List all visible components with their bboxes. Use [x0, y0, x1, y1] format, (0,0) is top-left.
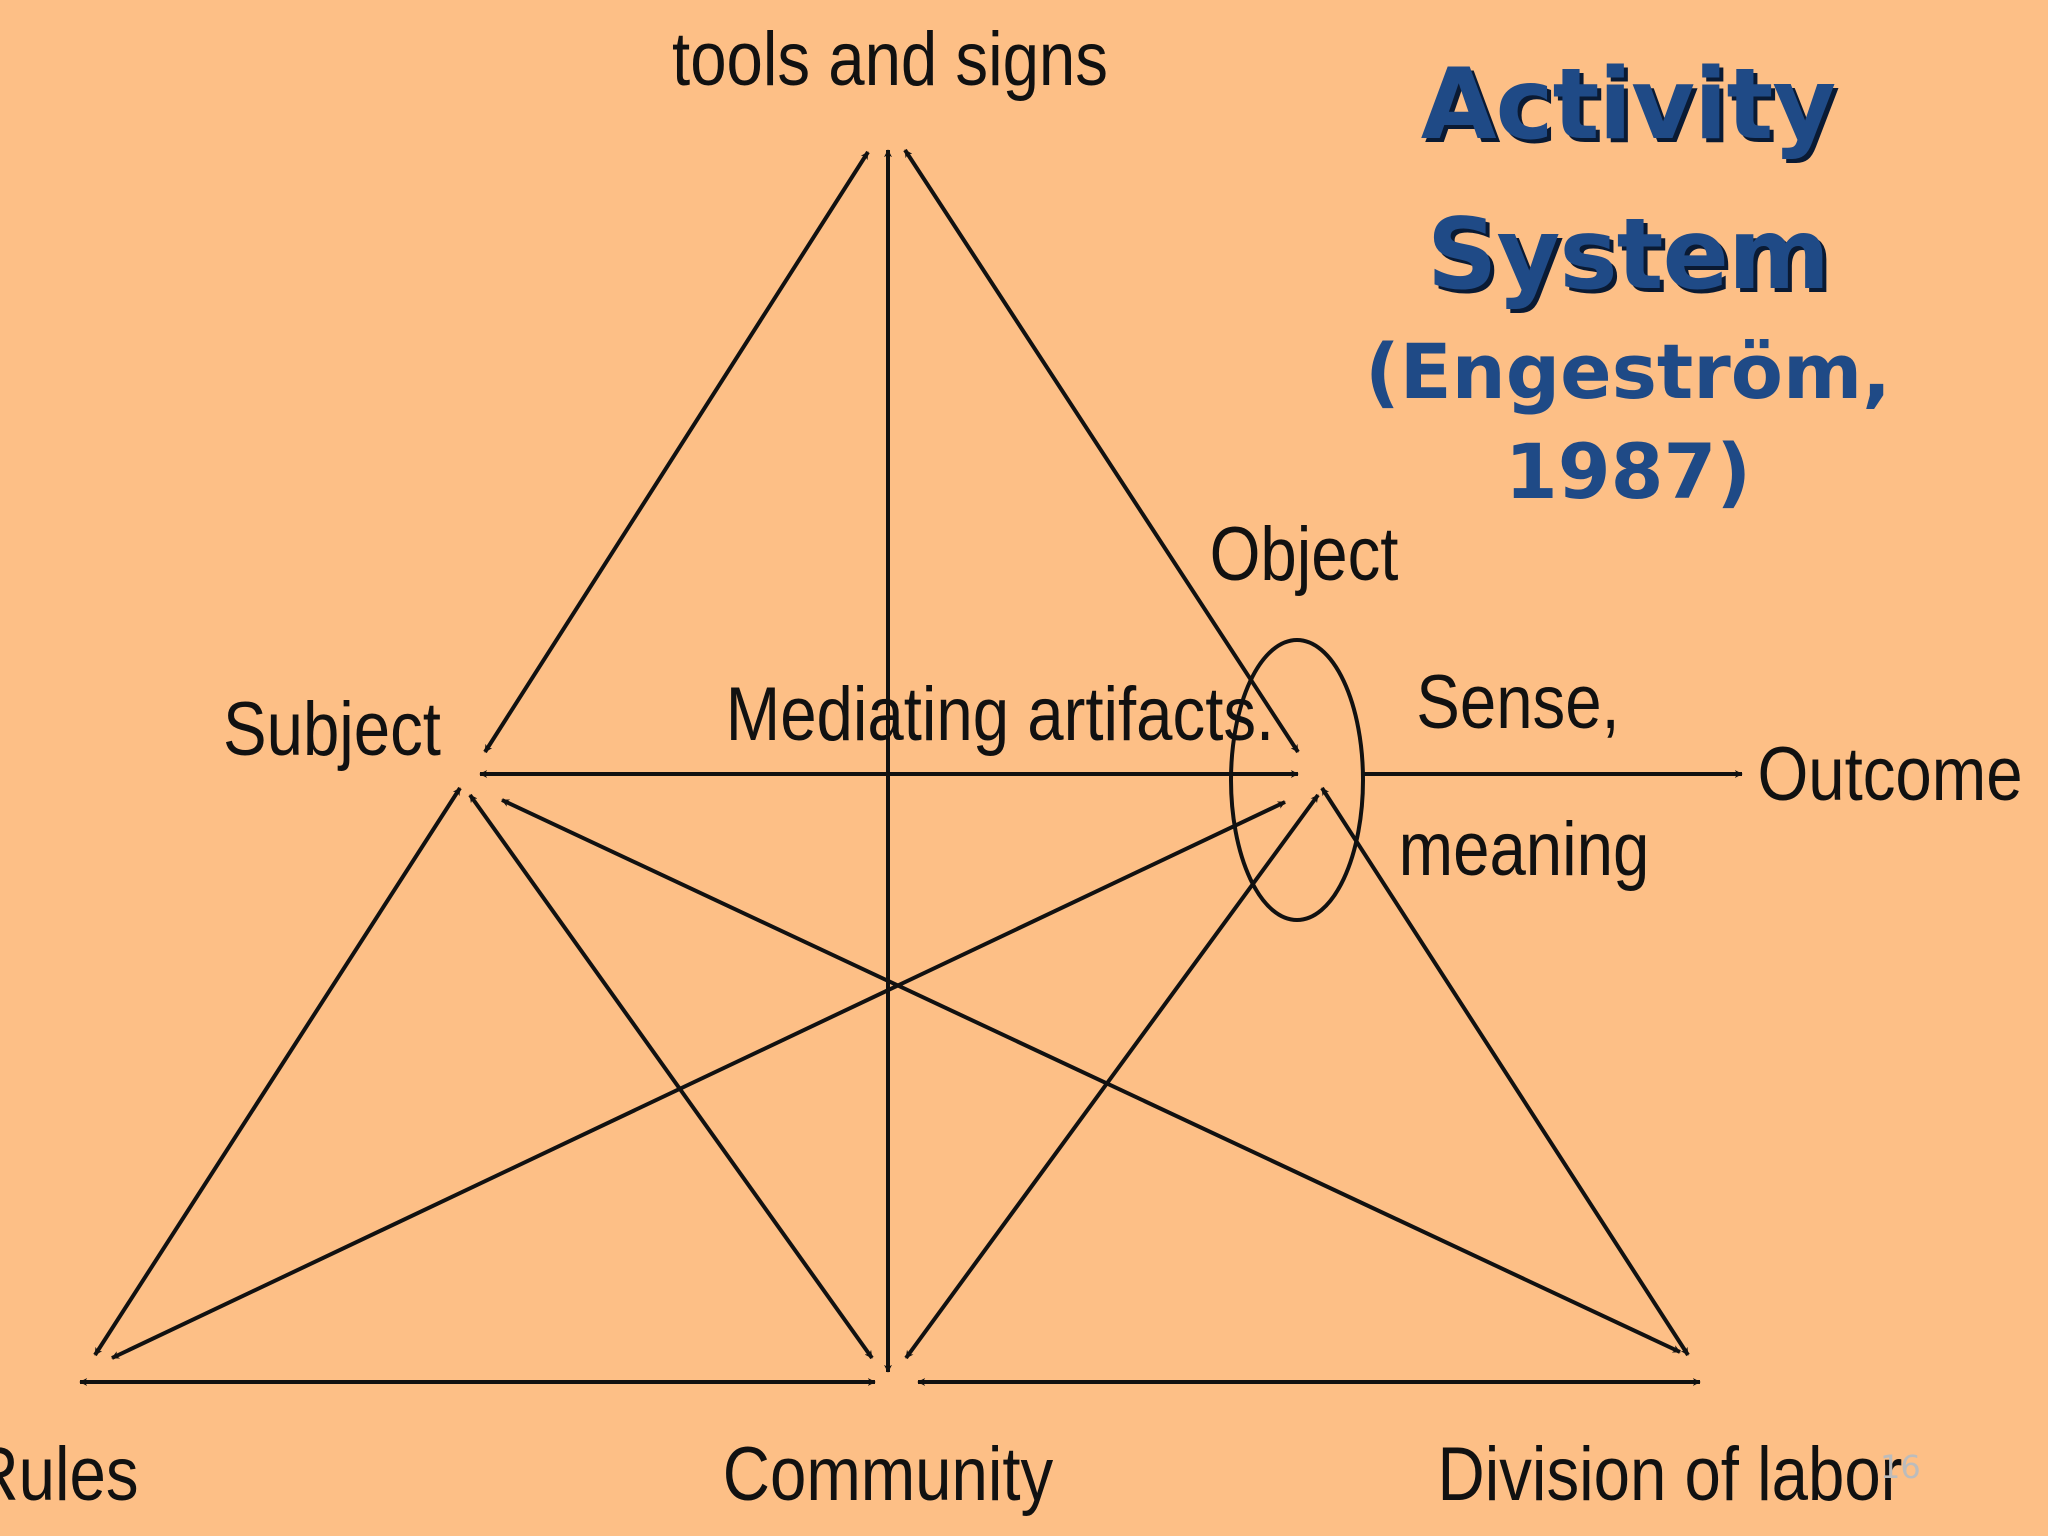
slide-number: 16 [1880, 1448, 1921, 1486]
edge-tools-subject [483, 150, 870, 754]
meaning-label: meaning [1399, 807, 1650, 892]
edge-object-division [1320, 786, 1690, 1357]
edge-subject-rules [93, 786, 462, 1357]
title-citation: (Engeström, 1987) [1364, 327, 1892, 516]
title-line-1: Activity [1420, 48, 1837, 162]
diagram-edges [79, 148, 1743, 1386]
object-ellipse [1229, 638, 1365, 922]
slide-title: Activity System (Engeström, 1987) [1248, 30, 2008, 522]
title-line-2: System [1426, 198, 1830, 312]
rules-label: Rules [0, 1432, 139, 1517]
object-label: Object [1210, 512, 1399, 597]
sense-label: Sense, [1416, 660, 1619, 745]
edge-tools-object [903, 148, 1300, 754]
edge-object-community [904, 793, 1320, 1360]
outcome-label: Outcome [1757, 732, 2022, 817]
subject-label: Subject [223, 687, 441, 772]
community-label: Community [723, 1432, 1054, 1517]
division-of-labor-label: Division of labor [1438, 1432, 1903, 1517]
tools-label: tools and signs [672, 17, 1108, 102]
mediating-artifacts-label: Mediating artifacts. [726, 672, 1274, 757]
